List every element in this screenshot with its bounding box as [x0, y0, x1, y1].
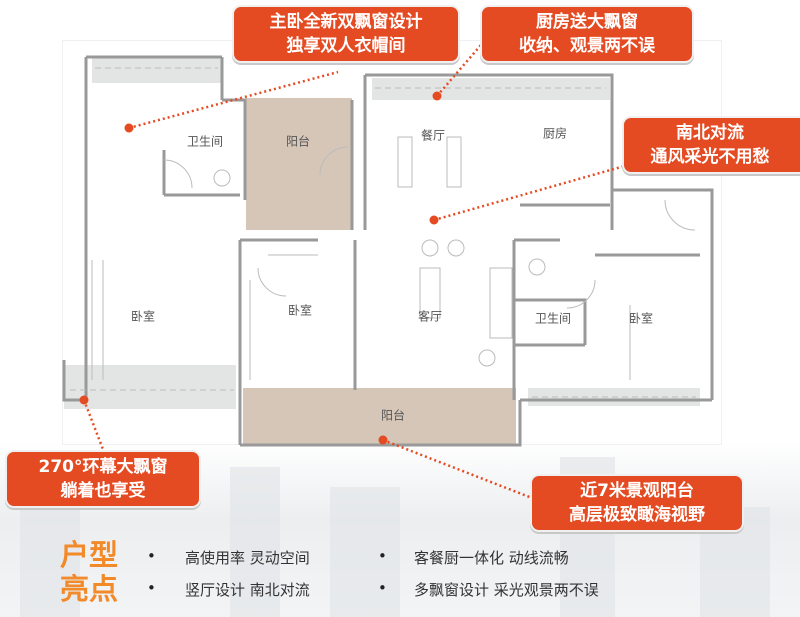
room-label-bathroom: 卫生间 [534, 311, 572, 326]
balcony-bottom [243, 388, 516, 446]
callout-master-bedroom: 主卧全新双飘窗设计 独享双人衣帽间 [232, 5, 460, 63]
room-label-bathroom: 卫生间 [186, 134, 224, 149]
callout-kitchen: 厨房送大飘窗 收纳、观景两不误 [480, 5, 694, 63]
callout-line: 270°环幕大飘窗 [38, 457, 168, 477]
balcony-top [246, 98, 352, 230]
bullet: • [147, 547, 156, 565]
room-label-master-bedroom: 卧室 [130, 309, 156, 324]
highlight-item: 多飘窗设计 采光观景两不误 [414, 581, 599, 599]
callout-balcony: 近7米景观阳台 高层极致瞰海视野 [530, 474, 744, 532]
highlights-title: 户型 亮点 [60, 538, 118, 606]
bullet: • [147, 579, 156, 597]
callout-line: 高层极致瞰海视野 [569, 505, 705, 525]
bay-window-kitchen [372, 78, 610, 100]
highlight-item: 竖厅设计 南北对流 [185, 581, 310, 599]
room-label-dining: 餐厅 [420, 128, 446, 143]
callout-line: 收纳、观景两不误 [519, 36, 655, 56]
highlight-item: 高使用率 灵动空间 [185, 549, 310, 567]
callout-ventilation: 南北对流 通风采光不用愁 [622, 116, 800, 174]
skyline-building [330, 487, 400, 617]
room-label-living: 客厅 [417, 309, 443, 324]
room-label-kitchen: 厨房 [542, 126, 568, 141]
callout-line: 南北对流 [676, 123, 744, 143]
bay-window-270 [64, 365, 236, 409]
callout-line: 独享双人衣帽间 [286, 36, 406, 56]
skyline-building [230, 467, 280, 617]
room-label-balcony: 阳台 [285, 134, 311, 149]
bullet: • [378, 579, 387, 597]
bay-window-master [92, 57, 222, 83]
room-label-bedroom: 卧室 [628, 311, 654, 326]
skyline-building [20, 497, 80, 617]
highlight-item: 客餐厨一体化 动线流畅 [414, 549, 569, 567]
room-label-bedroom: 卧室 [287, 303, 313, 318]
callout-line: 主卧全新双飘窗设计 [269, 12, 423, 32]
callout-bay-window: 270°环幕大飘窗 躺着也享受 [5, 450, 201, 508]
highlights-title-line: 户型 [60, 538, 119, 572]
room-label-balcony: 阳台 [380, 408, 406, 423]
callout-line: 近7米景观阳台 [580, 481, 694, 501]
callout-line: 躺着也享受 [60, 481, 146, 501]
bullet: • [378, 547, 387, 565]
callout-line: 厨房送大飘窗 [536, 12, 638, 32]
callout-line: 通风采光不用愁 [650, 147, 770, 167]
highlights-title-line: 亮点 [60, 572, 119, 606]
